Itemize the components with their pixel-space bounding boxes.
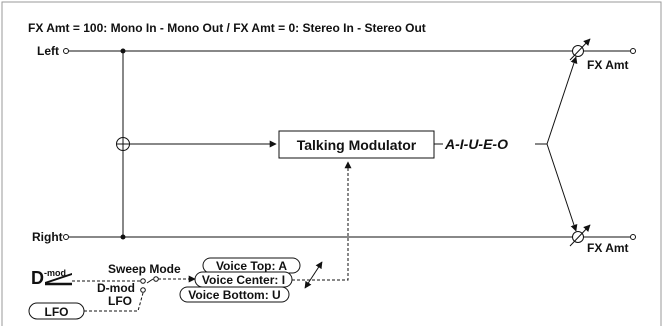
talking-modulator-block[interactable] bbox=[278, 130, 435, 159]
right-input-jack[interactable] bbox=[63, 234, 69, 240]
sweep-lfo-option: LFO bbox=[108, 294, 132, 308]
voice-range-arrow-icon bbox=[304, 261, 323, 289]
bottom-output-jack[interactable] bbox=[630, 234, 636, 240]
dmod-wedge-icon bbox=[45, 273, 72, 284]
voice-top-label: Voice Top: A bbox=[216, 259, 287, 273]
voices-to-module-control bbox=[292, 161, 352, 281]
sweep-mode-label: Sweep Mode bbox=[108, 262, 181, 276]
vowel-sequence-label: A-I-U-E-O bbox=[444, 136, 508, 152]
fx-amt-bottom-label: FX Amt bbox=[587, 241, 629, 255]
talking-modulator-label: Talking Modulator bbox=[297, 137, 417, 153]
lfo-to-selector bbox=[84, 292, 144, 312]
sweep-dmod-option: D-mod bbox=[97, 281, 135, 295]
header-title: FX Amt = 100: Mono In - Mono Out / FX Am… bbox=[28, 21, 426, 35]
selector-lfo-contact[interactable] bbox=[140, 287, 146, 293]
left-input-jack[interactable] bbox=[63, 48, 69, 54]
voice-bottom-label: Voice Bottom: U bbox=[188, 288, 280, 302]
split-to-bottom-amp bbox=[546, 143, 578, 232]
selector-dmod-contact[interactable] bbox=[140, 278, 146, 284]
dmod-symbol: D-mod bbox=[31, 268, 66, 288]
dmod-superscript: -mod bbox=[44, 268, 66, 278]
top-output-jack[interactable] bbox=[630, 48, 636, 54]
split-to-top-amp bbox=[546, 56, 578, 145]
voice-center-label: Voice Center: I bbox=[202, 273, 285, 287]
left-input-label: Left bbox=[37, 44, 59, 58]
voice-bottom-box[interactable] bbox=[179, 286, 290, 303]
selector-common-contact bbox=[153, 276, 159, 282]
lfo-box-label: LFO bbox=[45, 305, 69, 319]
right-input-label: Right bbox=[32, 230, 63, 244]
dmod-prefix: D bbox=[31, 268, 44, 288]
selector-switch-arm[interactable] bbox=[146, 278, 154, 284]
fx-amt-top-label: FX Amt bbox=[587, 58, 629, 72]
